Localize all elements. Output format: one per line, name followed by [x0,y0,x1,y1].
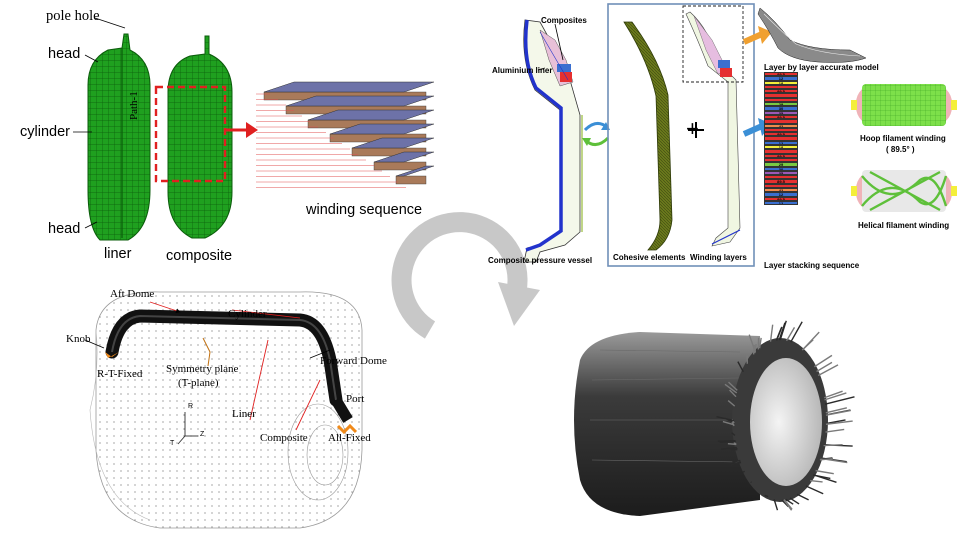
label-layer-model: Layer by layer accurate model [764,63,879,72]
label-winding-sequence: winding sequence [306,202,423,218]
model-frame [607,3,755,267]
axis-r-label: R [188,403,194,410]
burst-tube-photo [574,320,855,516]
stack-layer: 42 [764,123,798,128]
label-liner: liner [104,246,132,262]
stack-layer: 18 [764,80,798,85]
label-head-top: head [48,46,81,62]
stack-layer [764,157,798,163]
composite-mesh [167,35,233,239]
label-composite: composite [166,248,233,264]
vessel-fe-model [84,291,363,529]
stack-layer: 12 [764,192,798,197]
label-composite-pressure-vessel: Composite pressure vessel [488,256,593,265]
layer-model-strip [757,7,867,63]
stack-layer: 30 [764,166,798,171]
stack-layer [764,119,798,124]
plus-sign: + [686,116,699,141]
label-symmetry-plane: Symmetry plane [166,363,239,375]
label-cohesive-elements: Cohesive elements [613,253,686,262]
cycle-arrow [391,212,540,339]
stack-layer [764,183,798,189]
stack-layer: 29 [764,102,798,107]
label-hoop-winding: Hoop filament winding [860,134,946,143]
stack-layer: 89.5 [764,114,798,120]
stack-layer: 89.5 [764,179,798,184]
label-path: Path-1 [128,91,140,120]
stack-layer [764,136,798,141]
label-composites: Composites [541,16,587,25]
pressure-vessel-profile [523,19,583,263]
stack-layer: 89.5 [764,196,798,201]
label-aluminium-liner: Aluminium liner [492,66,553,75]
stack-layer: 12 [764,140,798,146]
label-pole-hole: pole hole [46,8,100,24]
stack-layer: 12 [764,76,798,81]
liner-mesh [87,33,151,241]
stack-layer [764,93,798,98]
label-composite-bl: Composite [260,432,308,444]
label-port: Port [346,393,365,405]
stack-layer [764,84,798,90]
stack-layer [764,97,798,103]
helical-vessel [851,170,957,212]
winding-stairs [256,81,435,188]
label-knob: Knob [66,333,91,345]
stack-layer: 30 [764,106,798,111]
cohesive-elements-profile [623,21,673,251]
stack-layer: 89.5 [764,89,798,94]
stack-layer: 35 [764,170,798,176]
label-hoop-angle: ( 89.5° ) [886,145,915,154]
label-rt-fixed: R-T-Fixed [97,368,143,380]
label-cylinder-bl: Cylinder [228,308,267,320]
label-all-fixed: All-Fixed [328,432,371,444]
detail-box [682,5,744,83]
stack-layer [764,175,798,180]
stack-layer [764,127,798,133]
winding-layers-profile [685,11,741,247]
label-head-bottom: head [48,221,81,237]
axis-z-label: Z [200,431,205,438]
stack-layer [764,149,798,154]
stack-layer: 12 [764,200,798,206]
stack-layer: 29 [764,162,798,167]
label-cylinder: cylinder [20,124,70,140]
stack-layer: 89.5 [764,72,798,77]
label-liner-bl: Liner [232,408,256,420]
label-layer-stacking: Layer stacking sequence [764,261,860,270]
label-helical-winding: Helical filament winding [858,221,950,230]
axis-t-label: T [170,440,175,447]
stack-layer: 35 [764,110,798,115]
stack-layer: 18 [764,145,798,150]
stack-layer: 89.5 [764,132,798,137]
label-forward-dome: Forward Dome [320,355,387,367]
label-winding-layers: Winding layers [690,253,747,262]
label-aft-dome: Aft Dome [110,288,155,300]
hoop-vessel [851,84,957,126]
stack-layer: 42 [764,188,798,193]
zoom-box [154,85,227,183]
stack-layer: 89.5 [764,153,798,158]
label-t-plane: (T-plane) [178,377,219,389]
